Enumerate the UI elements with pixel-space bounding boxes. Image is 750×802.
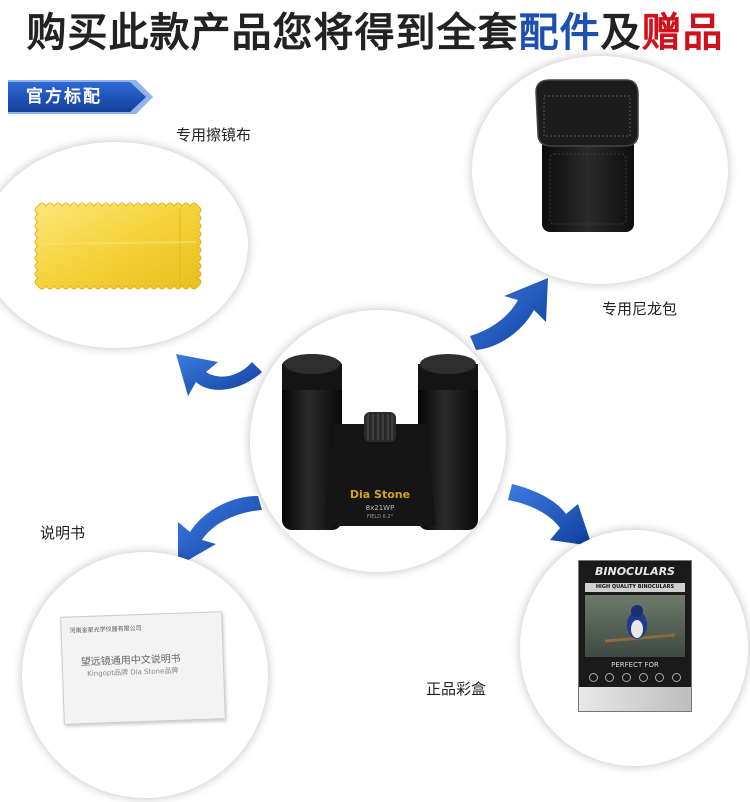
bird-photo-image bbox=[585, 595, 685, 657]
arrow-icon bbox=[178, 496, 262, 566]
product-brand: Dia Stone bbox=[350, 488, 410, 501]
product-field: FIELD 6.2° bbox=[367, 514, 394, 520]
headline-and: 及 bbox=[600, 10, 642, 56]
headline-accessories: 配件 bbox=[518, 10, 601, 56]
manual-company: 河南金星光学仪器有限公司 bbox=[69, 625, 142, 635]
arrow-icon bbox=[508, 484, 592, 546]
box-banner: HIGH QUALITY BINOCULARS bbox=[585, 583, 685, 592]
box-footer: PERFECT FOR bbox=[611, 661, 659, 669]
manual-label: 说明书 bbox=[40, 524, 86, 542]
manual-sheet-image: 河南金星光学仪器有限公司 望远镜通用中文说明书 Kingopt品牌 Dia St… bbox=[60, 611, 226, 725]
page-headline: 购买此款产品您将得到全套配件及赠品 bbox=[0, 10, 750, 56]
product-model: 8x21WP bbox=[366, 504, 395, 512]
headline-gifts: 赠品 bbox=[641, 10, 724, 56]
standard-badge bbox=[8, 80, 153, 114]
badge-label: 官方标配 bbox=[26, 87, 102, 107]
box-title: BINOCULARS bbox=[595, 565, 675, 578]
cleaning-cloth-image bbox=[34, 202, 202, 290]
binoculars-image: Dia Stone 8x21WP FIELD 6.2° bbox=[282, 354, 478, 530]
box-icon-row bbox=[585, 673, 685, 683]
manual-brands: Kingopt品牌 Dia Stone品牌 bbox=[87, 666, 179, 678]
color-box-image: BINOCULARS HIGH QUALITY BINOCULARS PERFE… bbox=[578, 560, 692, 712]
box-label: 正品彩盒 bbox=[426, 680, 487, 698]
cloth-label: 专用擦镜布 bbox=[176, 126, 252, 144]
pouch-label: 专用尼龙包 bbox=[602, 300, 678, 318]
nylon-pouch-image bbox=[535, 79, 639, 232]
arrow-icon bbox=[470, 278, 548, 350]
arrow-icon bbox=[176, 354, 262, 396]
headline-part1: 购买此款产品您将得到全套 bbox=[26, 10, 519, 56]
box-base bbox=[579, 687, 691, 711]
